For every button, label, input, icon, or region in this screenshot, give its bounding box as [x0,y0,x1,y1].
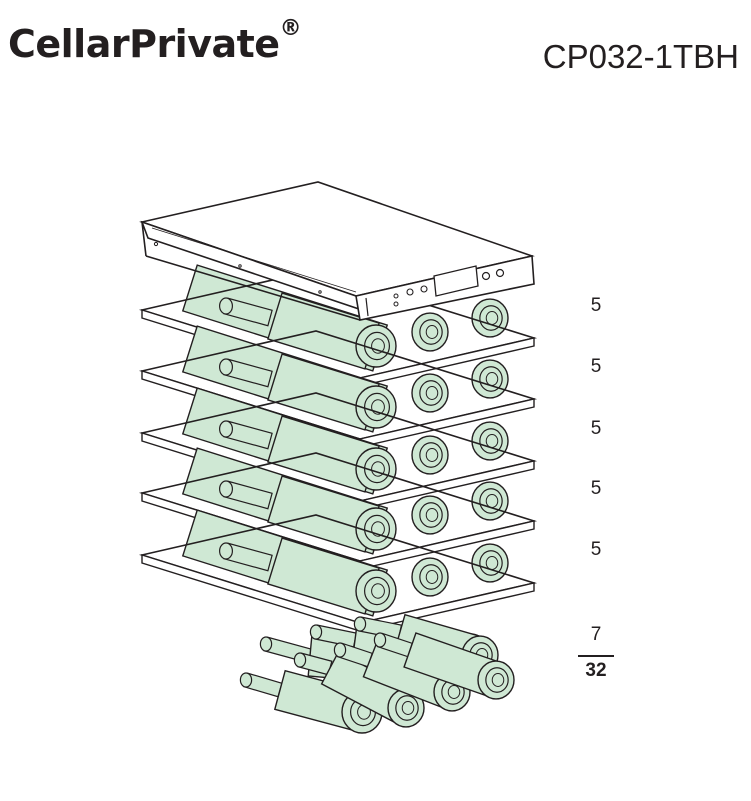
shelves-group [138,264,538,632]
bottle-body [267,353,380,431]
bottom-bottle-7 [373,632,515,700]
brand-name: CellarPrivate [8,22,280,66]
shelf-2-count: 5 [590,356,602,377]
bottle-body [267,415,380,493]
control-button [481,271,491,281]
shelf-1-count: 5 [590,295,602,316]
sum-divider [578,655,614,657]
model-number: CP032-1TBH [542,38,739,75]
bottle-body [267,475,380,553]
control-button [495,268,505,278]
bottle-body [267,537,380,615]
bottom-count: 7 [590,624,602,645]
shelf-4-count: 5 [590,478,602,499]
cabinet-top-unit [139,181,535,321]
control-button [420,285,428,293]
total-count: 32 [585,660,607,681]
bottom-bottles-group [239,613,515,734]
display-screen [433,265,479,297]
shelf-5-count: 5 [590,539,602,560]
brand-logo: CellarPrivate® [8,16,302,66]
registered-mark: ® [279,16,302,41]
bottle-body [267,292,380,370]
control-button [406,288,414,296]
shelf-3-count: 5 [590,418,602,439]
